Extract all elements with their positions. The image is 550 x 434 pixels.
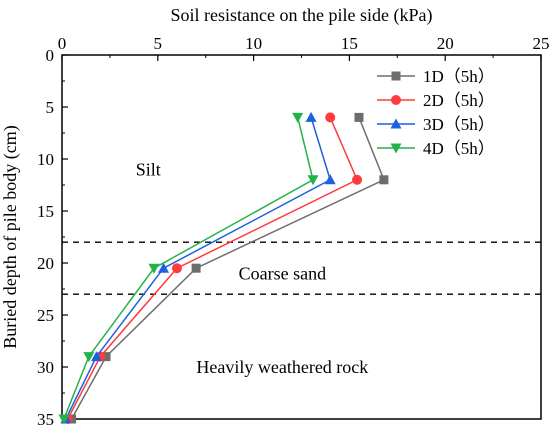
series-4 (58, 112, 319, 425)
data-point (354, 112, 364, 122)
series-layer (58, 111, 389, 425)
y-tick-label: 30 (37, 358, 54, 377)
data-point (148, 263, 160, 274)
legend: 1D（5h） 2D（5h） 3D（5h） 4D（5h） (377, 67, 495, 158)
data-point (83, 352, 95, 363)
data-point (379, 175, 389, 185)
legend-marker (390, 143, 402, 154)
legend-item: 2D（5h） (377, 91, 495, 110)
data-point (305, 111, 317, 122)
y-tick-label: 10 (37, 150, 54, 169)
y-tick-label: 25 (37, 306, 54, 325)
legend-item: 3D（5h） (377, 115, 495, 134)
legend-marker (390, 118, 402, 129)
y-tick-label: 15 (37, 202, 54, 221)
x-tick-label: 15 (341, 34, 358, 53)
x-axis-title: Soil resistance on the pile side (kPa) (171, 5, 433, 26)
data-point (191, 263, 201, 273)
legend-label: 1D（5h） (423, 67, 495, 86)
layer-annotation: Silt (136, 159, 161, 179)
data-point (292, 112, 304, 123)
y-tick-label: 5 (46, 98, 55, 117)
reference-lines (62, 241, 541, 295)
layer-annotation: Heavily weathered rock (196, 357, 368, 377)
legend-label: 2D（5h） (423, 91, 495, 110)
x-tick-label: 5 (154, 34, 163, 53)
y-axis-ticks: 0 5 10 15 20 25 30 35 (37, 46, 68, 429)
data-point (101, 352, 111, 362)
x-tick-label: 10 (245, 34, 262, 53)
x-tick-label: 20 (437, 34, 454, 53)
data-point (352, 174, 363, 185)
layer-annotation: Coarse sand (239, 263, 326, 283)
data-point (58, 414, 70, 425)
y-tick-label: 35 (37, 410, 54, 429)
legend-item: 4D（5h） (377, 139, 495, 158)
legend-label: 3D（5h） (423, 115, 495, 134)
x-axis-ticks: 0 5 10 15 20 25 (58, 34, 550, 61)
x-tick-label: 0 (58, 34, 67, 53)
legend-label: 4D（5h） (423, 139, 495, 158)
legend-item: 1D（5h） (377, 67, 495, 86)
data-point (324, 174, 336, 185)
legend-marker (391, 71, 401, 81)
y-tick-label: 0 (46, 46, 55, 65)
series-3 (60, 111, 336, 424)
data-point (307, 175, 319, 186)
x-tick-label: 25 (533, 34, 550, 53)
y-tick-label: 20 (37, 254, 54, 273)
y-axis-title: Buried depth of pile body (cm) (0, 125, 21, 348)
data-point (171, 263, 182, 274)
legend-marker (391, 95, 401, 105)
data-point (325, 112, 336, 123)
data-point (158, 262, 170, 273)
data-point (90, 351, 102, 362)
